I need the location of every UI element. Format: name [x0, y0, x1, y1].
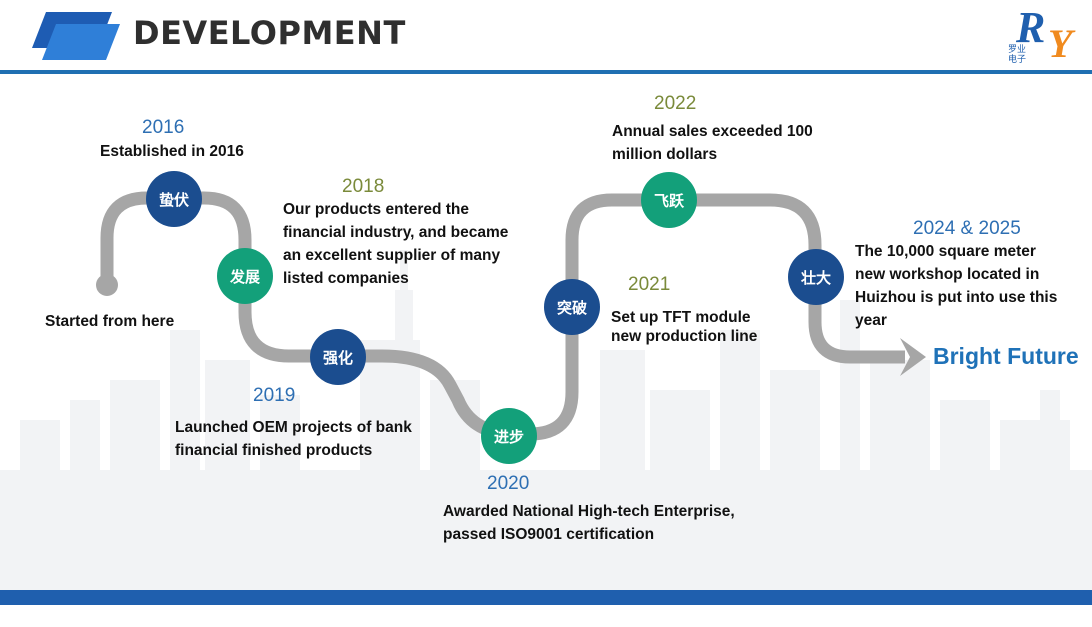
footer-bar: [0, 590, 1092, 605]
end-label: Bright Future: [933, 343, 1079, 369]
logo-letter-y: Y: [1048, 21, 1073, 66]
milestone-desc-2019: Launched OEM projects of bank financial …: [175, 419, 412, 459]
logo-text: 罗业 电子: [1008, 44, 1027, 64]
milestone-desc-2024-2025: The 10,000 square meter new workshop loc…: [855, 243, 1058, 329]
page-title: DEVELOPMENT: [133, 14, 406, 52]
header-logo-icon: [32, 12, 120, 60]
milestone-node-2018: 发展: [217, 248, 273, 304]
milestone-desc-2018: Our products entered the financial indus…: [283, 201, 509, 287]
milestone-desc-2021: Set up TFT module new production line: [611, 309, 758, 345]
milestone-node-2022: 飞跃: [641, 172, 697, 228]
milestone-desc-2022: Annual sales exceeded 100 million dollar…: [612, 123, 813, 163]
milestone-year-2021: 2021: [628, 274, 671, 295]
start-dot: [96, 274, 118, 296]
milestone-year-2022: 2022: [654, 93, 697, 114]
milestone-node-2016: 蛰伏: [146, 171, 202, 227]
milestone-year-2018: 2018: [342, 176, 385, 197]
milestone-year-2016: 2016: [142, 117, 185, 138]
milestone-node-2021: 突破: [544, 279, 600, 335]
milestone-year-2020: 2020: [487, 473, 530, 494]
milestone-desc-2016: Established in 2016: [100, 143, 244, 160]
arrow-head-icon: [900, 338, 926, 376]
header-divider: [0, 70, 1092, 74]
milestone-node-2020: 进步: [481, 408, 537, 464]
milestone-node-2019: 强化: [310, 329, 366, 385]
milestone-year-2024-2025: 2024 & 2025: [913, 218, 1021, 239]
company-logo: R Y 罗业 电子: [1008, 3, 1088, 66]
milestone-desc-2020: Awarded National High-tech Enterprise, p…: [443, 503, 735, 543]
milestone-year-2019: 2019: [253, 385, 296, 406]
milestone-node-2024-2025: 壮大: [788, 249, 844, 305]
start-label: Started from here: [45, 313, 175, 330]
logo-letter-r: R: [1016, 3, 1046, 52]
